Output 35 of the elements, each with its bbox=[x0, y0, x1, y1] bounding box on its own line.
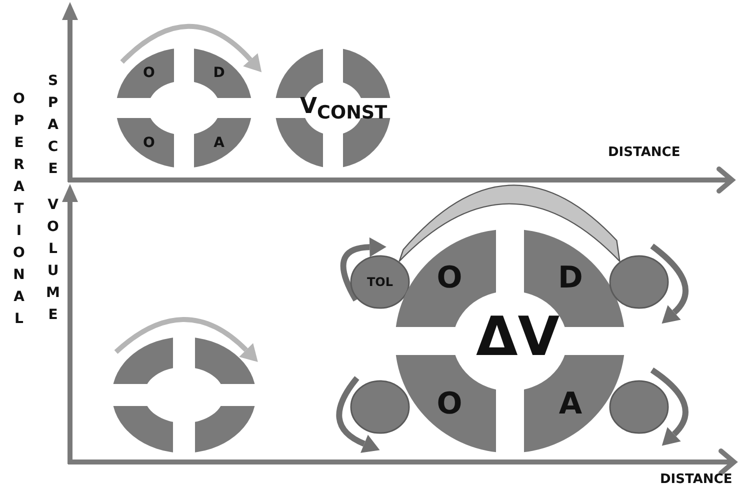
ring-segment bbox=[112, 337, 173, 384]
ring-segment bbox=[395, 355, 496, 453]
curved-band-arrow bbox=[398, 184, 620, 262]
ring-segment bbox=[195, 337, 256, 384]
segment-letter: D bbox=[557, 260, 584, 296]
small-circle bbox=[350, 255, 410, 309]
ring-segment bbox=[194, 118, 252, 168]
ring-segment bbox=[343, 118, 391, 168]
ring-segment bbox=[116, 48, 174, 98]
segment-letter: O bbox=[436, 386, 464, 422]
circle-label: TOL bbox=[366, 275, 394, 289]
delta-v-label: ΔV bbox=[476, 310, 560, 364]
small-circle bbox=[609, 255, 669, 309]
segment-letter: A bbox=[558, 386, 584, 422]
ring-segment bbox=[343, 48, 391, 98]
velocity-label: V$_{CONST}$ bbox=[300, 96, 388, 123]
axis-title: DISTANCE bbox=[608, 146, 680, 159]
small-circle bbox=[609, 380, 669, 434]
ring-segment bbox=[275, 48, 323, 98]
ring-segment bbox=[275, 118, 323, 168]
small-circle bbox=[350, 380, 410, 434]
segment-letter: A bbox=[212, 135, 226, 151]
ring-segment bbox=[195, 406, 256, 453]
segment-letter: O bbox=[142, 65, 156, 81]
ring-segment bbox=[112, 406, 173, 453]
ring-segment bbox=[116, 118, 174, 168]
segment-letter: D bbox=[212, 65, 226, 81]
axis-title: VOLUME bbox=[46, 196, 60, 325]
segment-letter: O bbox=[436, 260, 464, 296]
axis-title: DISTANCE bbox=[660, 473, 732, 486]
ring-segment bbox=[194, 48, 252, 98]
axis-title: OPERATIONAL bbox=[12, 90, 26, 329]
ring-segment bbox=[524, 355, 625, 453]
segment-letter: O bbox=[142, 135, 156, 151]
axis-title: SPACE bbox=[46, 72, 60, 179]
